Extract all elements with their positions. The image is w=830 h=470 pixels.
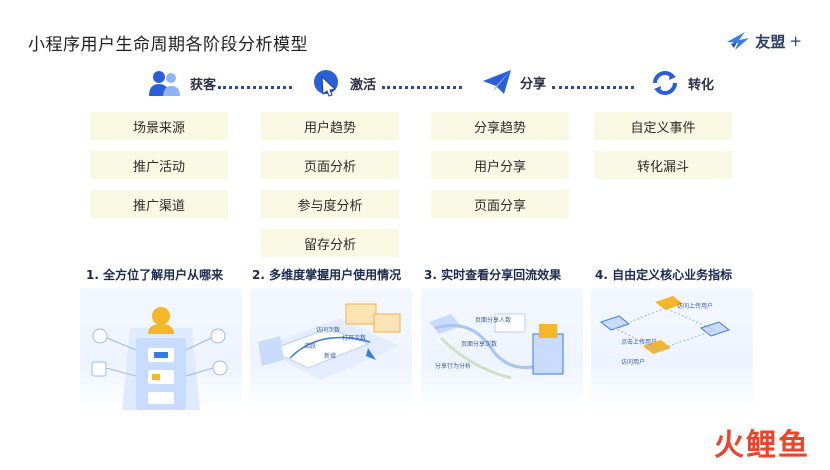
illus-label: 打开次数 — [342, 334, 366, 342]
stage-label-acquire: 获客 — [190, 77, 217, 93]
stage-convert: 转化 — [650, 68, 714, 98]
illustration-share: 页面分享人数 页面分享次数 分享行为分析 — [421, 288, 583, 414]
column-acquire: 场景来源 推广活动 推广渠道 — [90, 112, 228, 229]
column-share: 分享趋势 用户分享 页面分享 — [431, 112, 569, 229]
metric-box: 自定义事件 — [594, 112, 732, 140]
watermark-char: 鲤 — [746, 428, 778, 463]
flow-dots-2 — [382, 86, 462, 93]
metric-box: 用户趋势 — [261, 112, 399, 140]
metric-box: 留存分析 — [261, 229, 399, 257]
stage-flow: 获客 激活 分享 转化 — [0, 68, 830, 108]
custom-event-illustration: 访问上传用户 点击上传用户 访问用户 — [599, 296, 731, 366]
dashboard-illustration: 访问次数 打开次数 活跃 新增 — [258, 303, 401, 380]
metric-box: 分享趋势 — [431, 112, 569, 140]
illus-label: 点击上传用户 — [621, 338, 657, 346]
feature-title-4: 4. 自由定义核心业务指标 — [595, 268, 733, 282]
stage-activate: 激活 — [312, 68, 376, 98]
column-activate: 用户趋势 页面分析 参与度分析 留存分析 — [261, 112, 399, 268]
watermark-char: 鱼 — [778, 428, 810, 463]
feature-title-1: 1. 全方位了解用户从哪来 — [86, 268, 224, 282]
stage-label-share: 分享 — [520, 76, 547, 92]
metric-box: 页面分析 — [261, 151, 399, 179]
stage-share: 分享 — [482, 68, 546, 96]
illus-label: 页面分享人数 — [475, 316, 511, 324]
illus-label: 页面分享次数 — [461, 340, 497, 348]
logo-text: 友盟 — [755, 32, 786, 51]
bird-logo-icon — [727, 32, 750, 50]
flow-dots-1 — [218, 86, 292, 93]
stage-acquire: 获客 — [148, 68, 216, 98]
illus-label: 活跃 — [304, 342, 316, 350]
user-source-illustration — [91, 307, 228, 410]
metric-box: 转化漏斗 — [594, 151, 732, 179]
illus-label: 新增 — [324, 352, 336, 360]
watermark-logo: 火鲤鱼 — [714, 420, 810, 464]
metric-box: 推广活动 — [90, 151, 228, 179]
refresh-icon — [653, 71, 677, 95]
flow-dots-3 — [552, 86, 634, 93]
users-icon — [149, 71, 180, 96]
stage-label-convert: 转化 — [688, 77, 715, 93]
column-convert: 自定义事件 转化漏斗 — [594, 112, 732, 190]
illus-label: 分享行为分析 — [435, 362, 471, 370]
feature-title-2: 2. 多维度掌握用户使用情况 — [252, 268, 402, 282]
metric-box: 用户分享 — [431, 151, 569, 179]
metric-box: 页面分享 — [431, 190, 569, 218]
umeng-logo: 友盟 + — [725, 30, 802, 52]
illustration-activate: 访问次数 打开次数 活跃 新增 — [250, 288, 412, 414]
metric-box: 推广渠道 — [90, 190, 228, 218]
stage-label-activate: 激活 — [350, 77, 377, 93]
watermark-char: 火 — [714, 428, 746, 463]
metric-box: 参与度分析 — [261, 190, 399, 218]
cursor-click-icon — [314, 70, 338, 97]
share-flow-illustration: 页面分享人数 页面分享次数 分享行为分析 — [429, 313, 564, 380]
logo-plus: + — [789, 32, 802, 50]
page-title: 小程序用户生命周期各阶段分析模型 — [28, 35, 308, 55]
paper-plane-icon — [483, 70, 511, 94]
illustration-convert: 访问上传用户 点击上传用户 访问用户 — [591, 288, 753, 414]
illus-label: 访问用户 — [621, 358, 645, 366]
feature-title-3: 3. 实时查看分享回流效果 — [424, 268, 562, 282]
metric-box: 场景来源 — [90, 112, 228, 140]
illustration-acquire — [80, 288, 242, 414]
illus-label: 访问次数 — [316, 326, 340, 334]
illus-label: 访问上传用户 — [677, 302, 713, 310]
